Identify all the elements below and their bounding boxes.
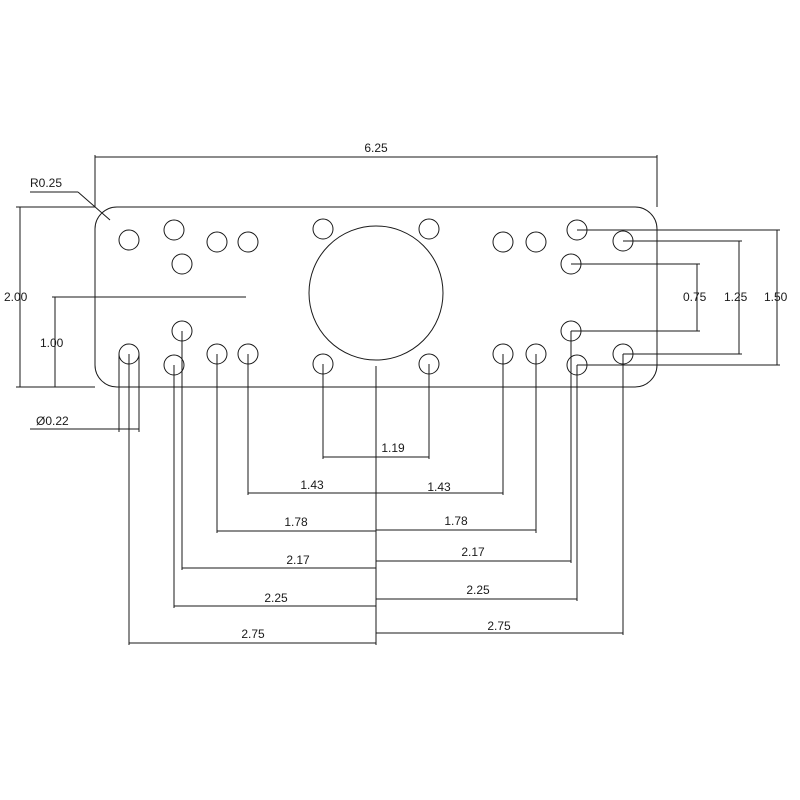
dim-label-center-119: 1.19 (381, 441, 405, 455)
center-bore (308, 225, 444, 361)
dim-hole-diameter: Ø0.22 (30, 354, 140, 432)
dim-label-corner-radius: R0.25 (30, 176, 62, 190)
dim-label-right-217: 2.17 (461, 545, 485, 559)
dim-overall-width: 6.25 (94, 141, 658, 207)
mounting-hole (118, 229, 140, 251)
mounting-hole (492, 231, 514, 253)
dim-label-left-275: 2.75 (241, 627, 265, 641)
dim-178: 1.78 1.78 (217, 514, 536, 532)
dim-label-left-225: 2.25 (264, 591, 288, 605)
mounting-hole (312, 218, 334, 240)
dim-label-hole-diameter: Ø0.22 (36, 414, 69, 428)
dim-label-right-150: 1.50 (764, 290, 788, 304)
dim-overall-height: 2.00 (4, 206, 95, 388)
extension-lines (128, 331, 624, 645)
dim-right-150: 1.50 (577, 229, 788, 366)
dim-label-half-height: 1.00 (40, 336, 64, 350)
dim-half-height: 1.00 (40, 296, 246, 387)
dim-label-right-143: 1.43 (427, 480, 451, 494)
dim-label-right-225: 2.25 (466, 583, 490, 597)
dim-label-overall-width: 6.25 (364, 141, 388, 155)
dim-label-right-125: 1.25 (724, 290, 748, 304)
dim-label-left-217: 2.17 (286, 553, 310, 567)
mounting-hole (163, 219, 185, 241)
mounting-hole (171, 253, 193, 275)
dim-225: 2.25 2.25 (174, 583, 577, 607)
dim-right-125: 1.25 (623, 240, 748, 355)
dim-right-075: 0.75 (571, 263, 707, 332)
mounting-hole (525, 231, 547, 253)
dim-143: 1.43 1.43 (248, 478, 503, 494)
mounting-hole (206, 231, 228, 253)
dim-217: 2.17 2.17 (182, 545, 571, 569)
mounting-hole (237, 231, 259, 253)
dim-label-right-075: 0.75 (683, 290, 707, 304)
dim-label-right-275: 2.75 (487, 619, 511, 633)
mounting-hole (418, 218, 440, 240)
dim-label-overall-height: 2.00 (4, 290, 28, 304)
dim-275: 2.75 2.75 (129, 619, 623, 644)
dim-corner-radius: R0.25 (30, 176, 111, 221)
dim-label-left-143: 1.43 (300, 478, 324, 492)
dim-label-right-178: 1.78 (444, 514, 468, 528)
dim-label-left-178: 1.78 (284, 515, 308, 529)
dim-center-119: 1.19 (323, 441, 429, 458)
